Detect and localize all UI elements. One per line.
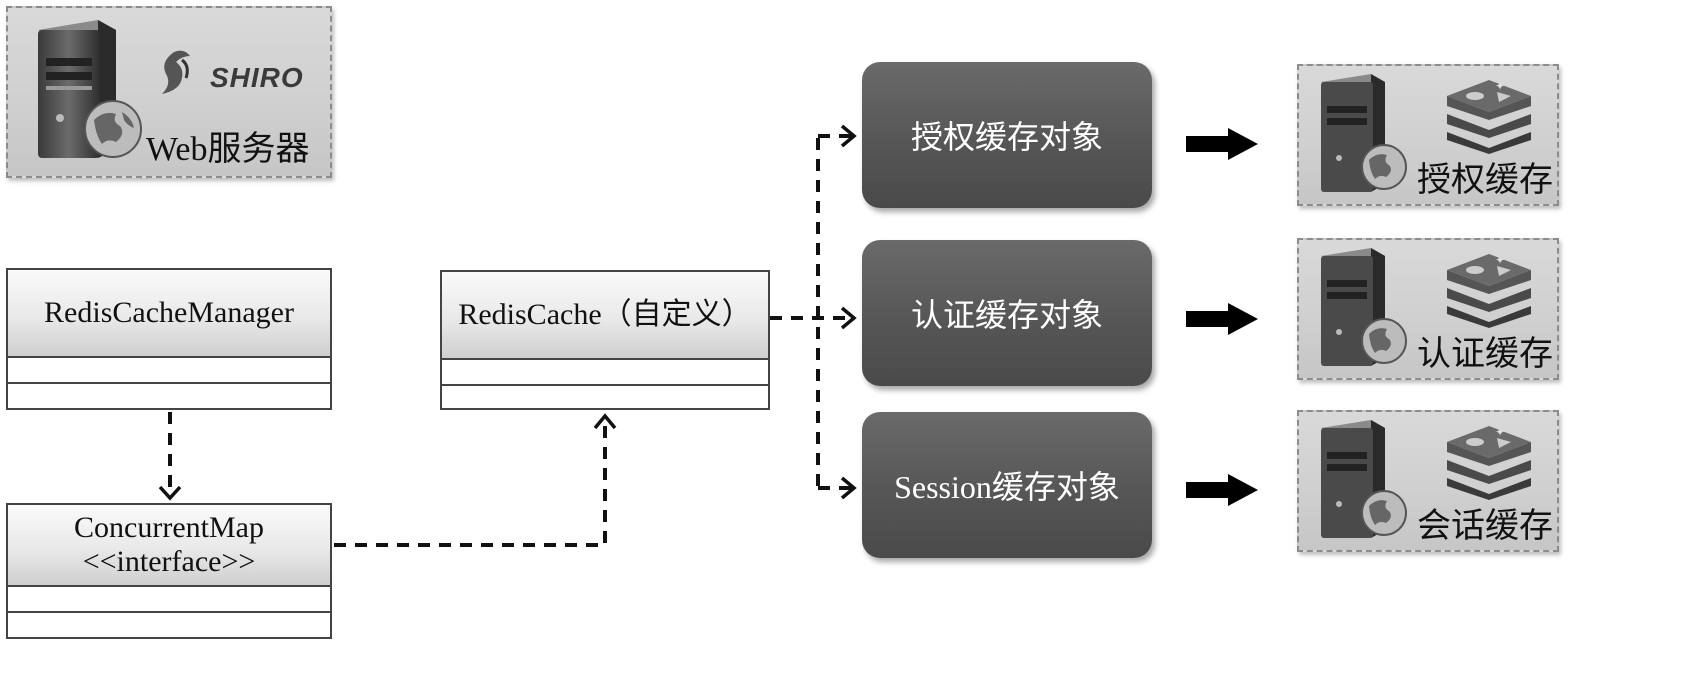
cache-server-label: 授权缓存	[1417, 162, 1553, 199]
uml-class-header: ConcurrentMap <<interface>>	[8, 505, 330, 587]
cache-object-label: Session缓存对象	[894, 469, 1120, 505]
globe-icon	[1361, 144, 1407, 190]
solid-arrow-authorization	[1186, 128, 1258, 160]
cache-object-authentication: 认证缓存对象	[862, 240, 1152, 386]
redis-icon: ✦	[1447, 79, 1531, 154]
cache-server-label: 会话缓存	[1417, 508, 1553, 545]
uml-divider	[8, 382, 330, 384]
arrowhead-right	[840, 306, 857, 330]
uml-divider	[442, 384, 768, 386]
uml-class-header: RedisCache（自定义）	[442, 272, 768, 360]
cache-server-label: 认证缓存	[1417, 336, 1553, 373]
arrowhead-right	[840, 476, 857, 500]
uml-class-header: RedisCacheManager	[8, 270, 330, 358]
shiro-logo	[162, 50, 190, 94]
web-server-label: Web服务器	[146, 131, 310, 168]
cache-server-authorization: ✦ 授权缓存	[1297, 64, 1559, 206]
dashed-arrow-map-to-cache	[334, 418, 607, 547]
arrowhead-down	[158, 485, 182, 501]
web-server-panel: SHIRO Web服务器	[6, 6, 332, 178]
cache-object-label: 授权缓存对象	[910, 119, 1103, 155]
uml-stereotype: <<interface>>	[82, 545, 256, 578]
arrowhead-up	[593, 413, 617, 430]
server-icon	[1321, 74, 1385, 192]
svg-text:✦: ✦	[1495, 79, 1505, 93]
globe-icon	[1361, 490, 1407, 536]
solid-arrow-session	[1186, 474, 1258, 506]
cache-object-authorization: 授权缓存对象	[862, 62, 1152, 208]
redis-icon: ✦	[1447, 253, 1531, 328]
uml-class-name: ConcurrentMap	[74, 510, 264, 544]
svg-text:✦: ✦	[1495, 425, 1505, 439]
server-icon	[1321, 248, 1385, 366]
cache-server-session: ✦ 会话缓存	[1297, 410, 1559, 552]
arrowhead-right	[840, 124, 857, 148]
cache-object-label: 认证缓存对象	[910, 297, 1103, 333]
shiro-logo-text: SHIRO	[210, 62, 304, 93]
globe-icon	[84, 100, 142, 158]
uml-class-name: RedisCacheManager	[44, 295, 294, 329]
cache-object-session: Session缓存对象	[862, 412, 1152, 558]
cache-server-authentication: ✦ 认证缓存	[1297, 238, 1559, 380]
redis-icon: ✦	[1447, 425, 1531, 500]
globe-icon	[1361, 318, 1407, 364]
svg-text:✦: ✦	[1495, 253, 1505, 267]
uml-divider	[8, 611, 330, 613]
uml-class-redis-cache-manager: RedisCacheManager	[6, 268, 332, 410]
uml-class-name: RedisCache（自定义）	[458, 297, 752, 331]
solid-arrow-authentication	[1186, 303, 1258, 335]
uml-class-redis-cache: RedisCache（自定义）	[440, 270, 770, 410]
uml-class-concurrent-map: ConcurrentMap <<interface>>	[6, 503, 332, 639]
